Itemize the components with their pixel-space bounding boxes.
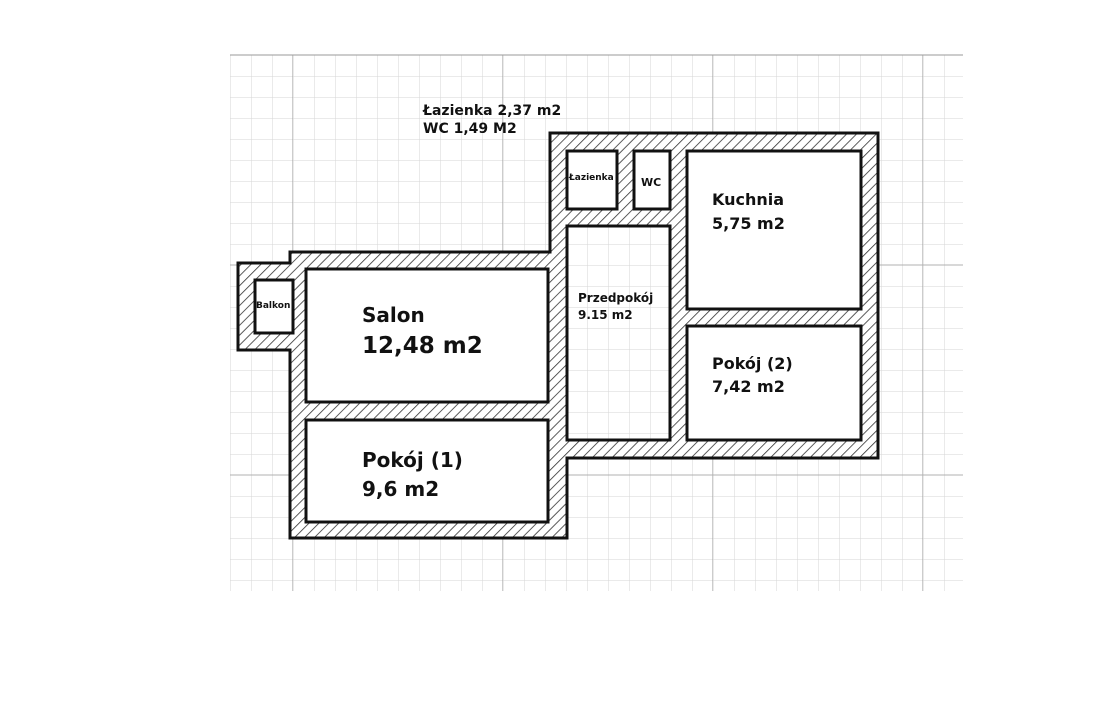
annotation-line-1: Łazienka 2,37 m2: [422, 103, 561, 119]
room-balkon: Balkon: [253, 278, 295, 335]
room-salon-area: 12,48 m2: [362, 333, 483, 359]
room-przedpokoj: Przedpokój 9.15 m2: [565, 224, 672, 442]
room-pokoj-2-name: Pokój (2): [712, 354, 793, 373]
room-kuchnia-name: Kuchnia: [712, 190, 784, 209]
room-salon: Salon 12,48 m2: [304, 267, 550, 404]
room-kuchnia-area: 5,75 m2: [712, 214, 785, 233]
room-wc: WC: [632, 149, 672, 211]
room-kuchnia: Kuchnia 5,75 m2: [685, 149, 863, 311]
room-pokoj-1-name: Pokój (1): [362, 448, 463, 472]
room-lazienka-name: Łazienka: [568, 173, 614, 183]
room-pokoj-2-area: 7,42 m2: [712, 377, 785, 396]
room-pokoj-2: Pokój (2) 7,42 m2: [685, 324, 863, 442]
room-wc-name: WC: [641, 176, 661, 189]
room-przedpokoj-name: Przedpokój: [578, 291, 653, 305]
room-pokoj-1-area: 9,6 m2: [362, 477, 439, 501]
room-pokoj-1: Pokój (1) 9,6 m2: [304, 418, 550, 524]
room-salon-name: Salon: [362, 303, 425, 327]
room-przedpokoj-area: 9.15 m2: [578, 308, 633, 322]
room-lazienka: Łazienka: [565, 149, 619, 211]
room-balkon-name: Balkon: [256, 301, 290, 311]
annotation-line-2: WC 1,49 M2: [423, 121, 517, 137]
